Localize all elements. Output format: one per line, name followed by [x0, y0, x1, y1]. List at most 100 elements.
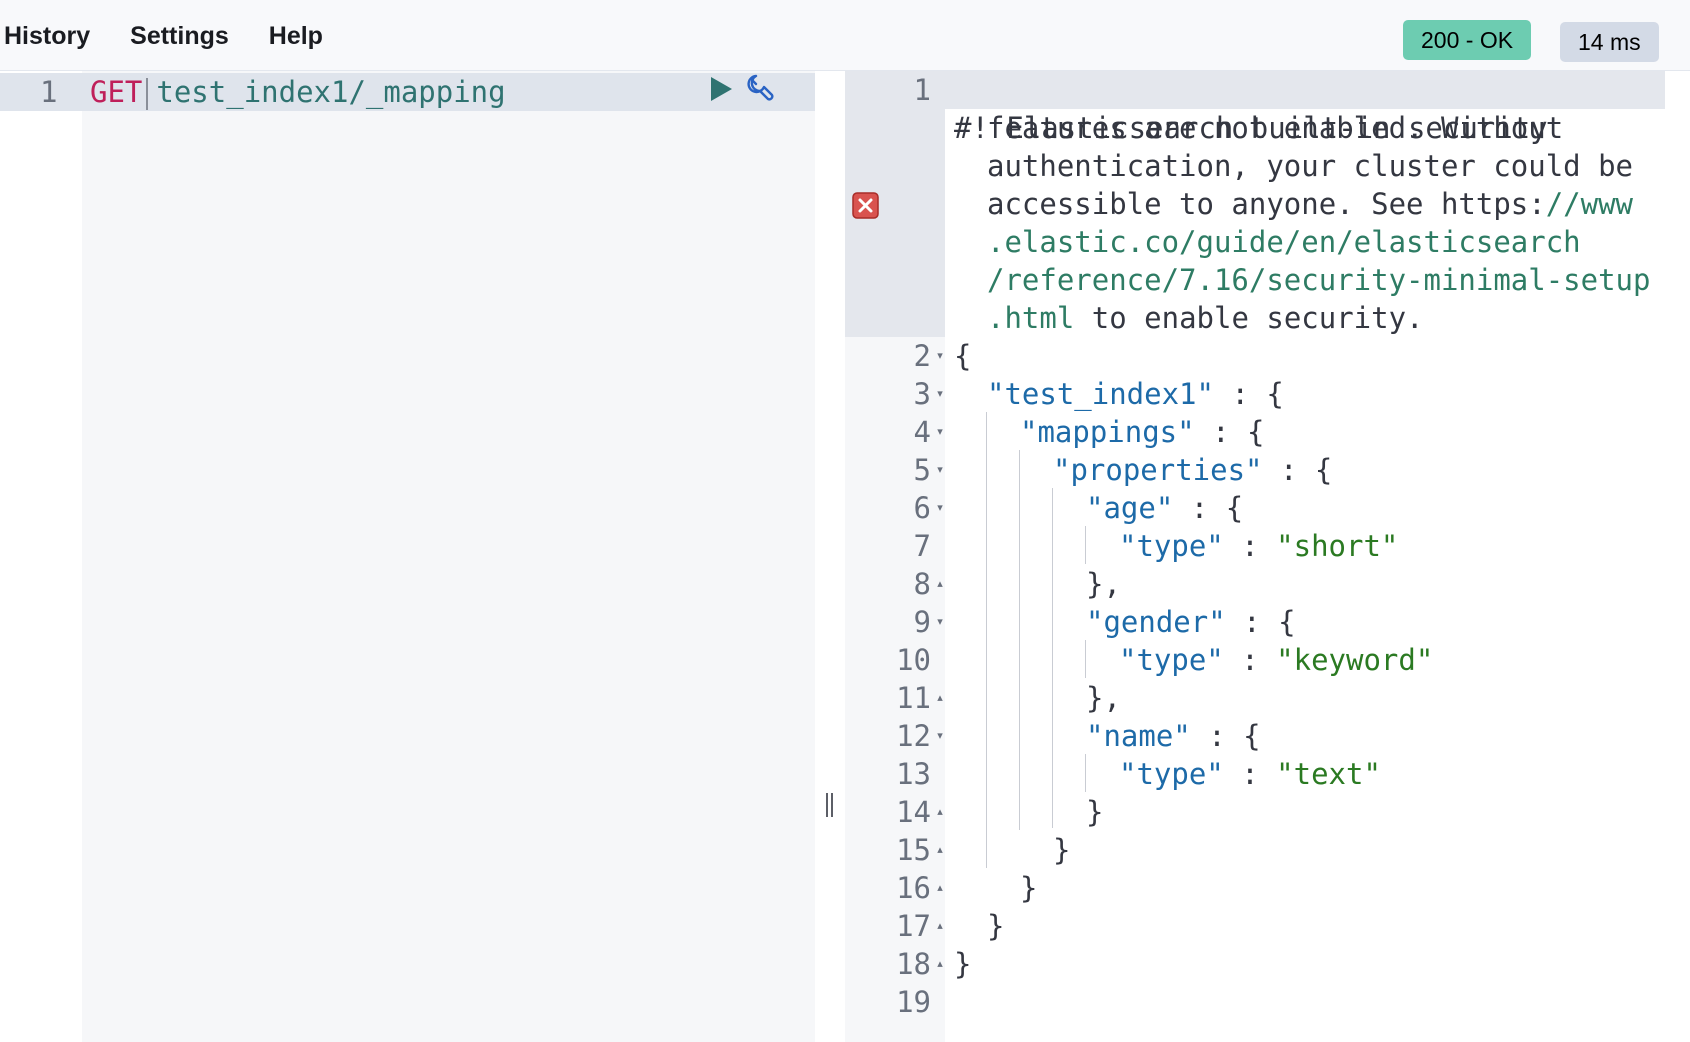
json-punctuation: :	[1223, 643, 1277, 677]
json-key: "gender"	[1086, 605, 1226, 639]
fold-down-icon[interactable]: ▾	[937, 464, 943, 476]
request-url: test_index1/_mapping	[156, 75, 506, 109]
json-line: "type" : "keyword"	[1119, 641, 1433, 679]
menu-history[interactable]: History	[4, 22, 91, 50]
line-number: 1	[40, 75, 58, 109]
json-line: "gender" : {	[1086, 603, 1296, 641]
warning-line: accessible to anyone. See https://www	[987, 187, 1634, 221]
fold-up-icon[interactable]: ▴	[937, 920, 943, 932]
json-line: }	[1020, 869, 1037, 907]
line-number: 2	[913, 339, 931, 373]
indent-guide	[1085, 640, 1086, 678]
fold-up-icon[interactable]: ▴	[937, 578, 943, 590]
line-number: 9	[913, 605, 931, 639]
json-punctuation: },	[1086, 681, 1121, 715]
fold-up-icon[interactable]: ▴	[937, 844, 943, 856]
request-gutter	[0, 71, 82, 1042]
json-key: "test_index1"	[987, 377, 1214, 411]
security-warning-comment: #! Elasticsearch built-in security	[954, 71, 1548, 147]
warning-link[interactable]: .elastic.co/guide/en/elasticsearch	[987, 225, 1581, 259]
warning-line: features are not enabled. Without	[987, 111, 1564, 145]
line-number: 8	[913, 567, 931, 601]
fold-up-icon[interactable]: ▴	[937, 958, 943, 970]
response-time-badge: 14 ms	[1560, 22, 1659, 62]
indent-guide	[1085, 526, 1086, 564]
json-line: },	[1086, 679, 1121, 717]
menu-help[interactable]: Help	[268, 22, 323, 50]
error-icon	[852, 192, 879, 219]
json-punctuation: }	[1086, 795, 1104, 829]
fold-down-icon[interactable]: ▾	[937, 350, 943, 362]
wrench-icon[interactable]	[742, 72, 776, 106]
json-key: "type"	[1119, 643, 1224, 677]
line-number: 13	[896, 757, 931, 791]
json-punctuation: {	[954, 339, 972, 373]
warning-link[interactable]: /reference/7.16/security-minimal-setup	[987, 263, 1651, 297]
json-string-value: "keyword"	[1276, 643, 1434, 677]
line-number: 5	[913, 453, 931, 487]
fold-down-icon[interactable]: ▾	[937, 730, 943, 742]
json-line: "type" : "text"	[1119, 755, 1381, 793]
json-line: },	[1086, 565, 1121, 603]
text-cursor	[146, 78, 149, 110]
json-punctuation: },	[1086, 567, 1121, 601]
line-number: 14	[896, 795, 931, 829]
line-number: 4	[913, 415, 931, 449]
json-line: }	[1086, 793, 1103, 831]
line-number: 16	[896, 871, 931, 905]
request-method: GET	[90, 75, 143, 109]
pane-splitter[interactable]	[815, 71, 845, 1042]
json-punctuation: : {	[1213, 377, 1284, 411]
warning-line: #! Elasticsearch built-in security	[954, 111, 1548, 145]
indent-guide	[1019, 450, 1020, 830]
json-line: "type" : "short"	[1119, 527, 1398, 565]
json-punctuation: : {	[1194, 415, 1265, 449]
json-line: }	[1053, 831, 1070, 869]
json-key: "properties"	[1053, 453, 1263, 487]
json-line: "test_index1" : {	[987, 375, 1284, 413]
json-line: "age" : {	[1086, 489, 1243, 527]
json-key: "age"	[1086, 491, 1174, 525]
json-punctuation: :	[1223, 757, 1277, 791]
status-code-badge: 200 - OK	[1403, 20, 1532, 60]
json-string-value: "text"	[1276, 757, 1381, 791]
play-icon[interactable]	[708, 75, 734, 103]
warning-line: authentication, your cluster could be	[987, 149, 1634, 183]
json-line: {	[954, 337, 971, 375]
json-punctuation: }	[1020, 871, 1038, 905]
line-number: 18	[896, 947, 931, 981]
fold-up-icon[interactable]: ▴	[937, 806, 943, 818]
response-viewer[interactable]	[845, 71, 1665, 1042]
json-punctuation: }	[1053, 833, 1071, 867]
json-punctuation: }	[954, 947, 972, 981]
line-number: 19	[896, 985, 931, 1019]
json-punctuation: : {	[1262, 453, 1333, 487]
resize-handle-icon[interactable]	[824, 792, 836, 818]
json-line: }	[954, 945, 971, 983]
menu-settings[interactable]: Settings	[130, 22, 229, 50]
line-number: 10	[896, 643, 931, 677]
menu-bar: History Settings Help	[4, 22, 323, 51]
line-number: 6	[913, 491, 931, 525]
fold-up-icon[interactable]: ▴	[937, 882, 943, 894]
json-punctuation: : {	[1225, 605, 1296, 639]
json-line: "name" : {	[1086, 717, 1261, 755]
fold-down-icon[interactable]: ▾	[937, 616, 943, 628]
line-number: 7	[913, 529, 931, 563]
json-key: "type"	[1119, 529, 1224, 563]
json-line: }	[987, 907, 1004, 945]
json-line: "mappings" : {	[1020, 413, 1264, 451]
json-punctuation: : {	[1173, 491, 1244, 525]
indent-guide	[1085, 754, 1086, 792]
fold-down-icon[interactable]: ▾	[937, 502, 943, 514]
json-string-value: "short"	[1276, 529, 1399, 563]
json-punctuation: }	[987, 909, 1005, 943]
fold-down-icon[interactable]: ▾	[937, 426, 943, 438]
fold-down-icon[interactable]: ▾	[937, 388, 943, 400]
request-editor[interactable]: 1 GET test_index1/_mapping	[0, 71, 815, 1042]
request-line[interactable]: GET test_index1/_mapping	[90, 73, 506, 111]
fold-up-icon[interactable]: ▴	[937, 692, 943, 704]
json-key: "mappings"	[1020, 415, 1195, 449]
line-number: 1	[913, 73, 931, 107]
line-number: 15	[896, 833, 931, 867]
